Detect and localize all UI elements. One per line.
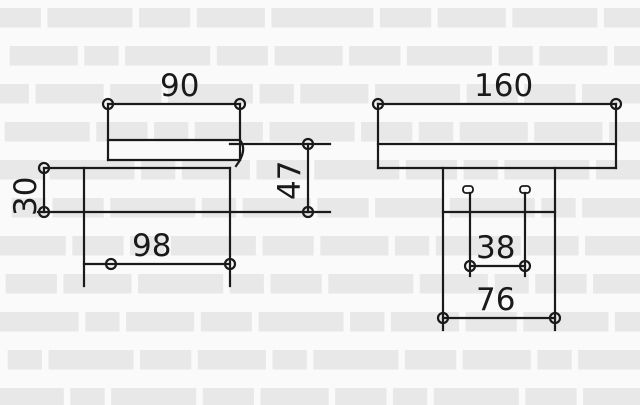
svg-text:▆▆ ▆▆▆ ▆▆▆▆▆ ▆▆ ▆▆▆▆ ▆▆▆ ▆▆▆▆: ▆▆ ▆▆▆ ▆▆▆▆▆ ▆▆ ▆▆▆▆ ▆▆▆ ▆▆▆▆ ▆▆▆▆▆ ▆▆ ▆… — [11, 193, 640, 218]
left-base-block — [36, 166, 332, 288]
dim-label-30: 30 — [8, 177, 44, 216]
dim-line-76 — [436, 311, 562, 325]
dim-label-98: 98 — [132, 228, 171, 264]
svg-text:▆▆▆▆▆ ▆▆ ▆▆▆▆ ▆▆▆ ▆▆▆▆▆ ▆▆ ▆▆▆: ▆▆▆▆▆ ▆▆ ▆▆▆▆ ▆▆▆ ▆▆▆▆▆ ▆▆ ▆▆▆▆ ▆▆▆ ▆▆▆▆… — [0, 307, 640, 332]
dim-label-76: 76 — [476, 282, 515, 318]
right-top-plate — [376, 102, 618, 170]
svg-text:▆▆▆ ▆▆▆▆▆ ▆▆▆ ▆▆▆▆ ▆▆▆▆▆▆ ▆▆▆: ▆▆▆ ▆▆▆▆▆ ▆▆▆ ▆▆▆▆ ▆▆▆▆▆▆ ▆▆▆ ▆▆▆▆ ▆▆▆▆▆… — [0, 3, 640, 28]
dim-label-47: 47 — [272, 161, 308, 200]
dim-line-160 — [371, 97, 623, 111]
right-screw-slots — [462, 185, 531, 278]
svg-text:▆▆ ▆▆▆▆ ▆▆▆ ▆▆▆▆▆ ▆▆ ▆▆▆▆ ▆▆▆▆: ▆▆ ▆▆▆▆ ▆▆▆ ▆▆▆▆▆ ▆▆ ▆▆▆▆ ▆▆▆▆▆ ▆▆▆ ▆▆▆ … — [0, 79, 640, 104]
dim-line-38 — [463, 259, 532, 273]
dim-label-160: 160 — [474, 68, 533, 104]
left-top-plate — [106, 102, 245, 168]
right-view: 160 38 76 — [371, 68, 623, 332]
svg-text:▆▆ ▆▆▆▆▆ ▆▆▆ ▆▆▆▆ ▆▆ ▆▆▆▆▆ ▆▆▆: ▆▆ ▆▆▆▆▆ ▆▆▆ ▆▆▆▆ ▆▆ ▆▆▆▆▆ ▆▆▆ ▆▆▆▆ ▆▆ ▆… — [7, 345, 640, 370]
dim-line-98 — [82, 257, 237, 271]
dim-line-90 — [101, 97, 247, 111]
svg-text:▆▆▆▆▆ ▆▆▆ ▆▆ ▆▆▆▆ ▆▆▆▆▆ ▆▆▆ ▆▆: ▆▆▆▆▆ ▆▆▆ ▆▆ ▆▆▆▆ ▆▆▆▆▆ ▆▆▆ ▆▆ ▆▆▆▆ ▆▆▆▆… — [4, 117, 640, 142]
svg-text:▆▆▆ ▆▆▆▆ ▆▆▆▆▆ ▆▆ ▆▆▆ ▆▆▆▆▆ ▆▆: ▆▆▆ ▆▆▆▆ ▆▆▆▆▆ ▆▆ ▆▆▆ ▆▆▆▆▆ ▆▆▆▆ ▆▆ ▆▆▆ … — [5, 269, 640, 294]
left-view: 90 47 30 98 — [8, 68, 332, 288]
dim-label-38: 38 — [476, 230, 515, 266]
svg-text:▆▆▆▆ ▆▆ ▆▆▆▆▆ ▆▆▆ ▆▆▆▆ ▆▆▆ ▆▆▆: ▆▆▆▆ ▆▆ ▆▆▆▆▆ ▆▆▆ ▆▆▆▆ ▆▆▆ ▆▆▆▆▆ ▆▆ ▆▆▆▆… — [9, 41, 640, 66]
svg-text:▆▆▆▆ ▆▆ ▆▆▆▆▆ ▆▆▆ ▆▆▆▆ ▆▆▆ ▆▆: ▆▆▆▆ ▆▆ ▆▆▆▆▆ ▆▆▆ ▆▆▆▆ ▆▆▆ ▆▆ ▆▆▆▆▆ ▆▆▆ … — [0, 383, 640, 405]
right-bracket-body — [441, 166, 557, 332]
svg-text:▆▆▆▆ ▆▆▆ ▆▆ ▆▆▆▆▆ ▆▆▆ ▆▆▆▆ ▆▆: ▆▆▆▆ ▆▆▆ ▆▆ ▆▆▆▆▆ ▆▆▆ ▆▆▆▆ ▆▆ ▆▆▆▆▆ ▆▆▆ … — [0, 231, 640, 256]
dim-label-90: 90 — [160, 68, 199, 104]
dim-line-47 — [228, 137, 332, 219]
dim-line-30 — [37, 161, 51, 219]
